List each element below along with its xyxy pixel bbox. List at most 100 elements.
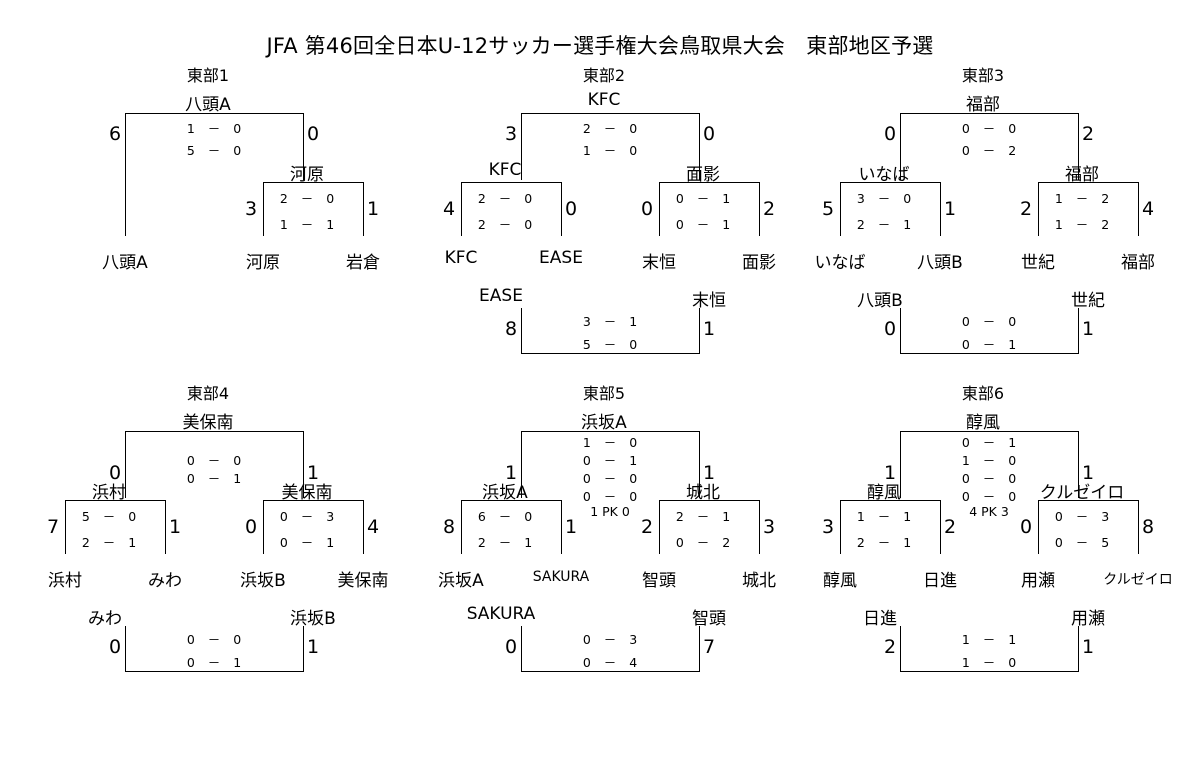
set-score: 0 － 3 <box>279 509 335 524</box>
set-score: 1 － 2 <box>1054 191 1110 206</box>
sub-bracket-right <box>561 182 562 236</box>
bottom-team: クルゼイロ <box>1103 572 1173 588</box>
sub-bracket-right <box>1138 182 1139 236</box>
set-score: 0 － 1 <box>582 453 638 468</box>
final-winner: KFC <box>587 90 621 110</box>
sub-bracket-left <box>461 500 462 554</box>
group-label: 東部1 <box>186 66 230 85</box>
final-score-left: 0 <box>108 462 122 484</box>
sub-winner-right: 美保南 <box>281 483 333 503</box>
playoff-bracket-right <box>1078 308 1079 353</box>
set-score: 0 － 1 <box>279 535 335 550</box>
sub-bracket-line <box>65 500 166 501</box>
final-score-left: 3 <box>504 123 518 145</box>
sub-score-right: 8 <box>1141 516 1155 538</box>
playoff-bracket-right <box>699 626 700 671</box>
sub-score-left: 3 <box>244 198 258 220</box>
bottom-team: 八頭A <box>102 253 148 273</box>
playoff-team-left: 八頭B <box>857 291 903 311</box>
sub-bracket-right <box>1138 500 1139 554</box>
playoff-score-left: 2 <box>883 636 897 658</box>
final-winner: 浜坂A <box>581 413 627 433</box>
set-score: 0 － 0 <box>582 489 638 504</box>
set-score: 2 － 0 <box>477 217 533 232</box>
sub-bracket-left <box>1038 182 1039 236</box>
final-bracket-line <box>125 431 304 432</box>
set-score: 2 － 1 <box>856 217 912 232</box>
playoff-team-right: 浜坂B <box>290 609 336 629</box>
playoff-score-right: 1 <box>1081 636 1095 658</box>
set-score: 0 － 2 <box>961 143 1017 158</box>
final-bracket-line <box>521 113 700 114</box>
playoff-score-right: 1 <box>1081 318 1095 340</box>
final-score-right: 1 <box>306 462 320 484</box>
sub-score-left: 3 <box>821 516 835 538</box>
sub-score-left: 0 <box>640 198 654 220</box>
sub-bracket-right <box>165 500 166 554</box>
sub-bracket-line <box>263 500 364 501</box>
sub-score-left: 8 <box>442 516 456 538</box>
final-score-left: 0 <box>883 123 897 145</box>
sub-bracket-left <box>659 182 660 236</box>
final-bracket-left <box>521 431 522 498</box>
playoff-team-right: 末恒 <box>692 291 726 311</box>
playoff-team-right: 世紀 <box>1071 291 1105 311</box>
final-bracket-left <box>521 113 522 180</box>
sub-winner-right: クルゼイロ <box>1039 483 1125 503</box>
sub-score-right: 4 <box>1141 198 1155 220</box>
bottom-team: KFC <box>444 248 478 268</box>
set-score: 1 － 1 <box>856 509 912 524</box>
playoff-team-left: みわ <box>88 609 122 629</box>
playoff-team-right: 用瀬 <box>1071 609 1105 629</box>
sub-score-left: 5 <box>821 198 835 220</box>
sub-bracket-left <box>840 182 841 236</box>
final-bracket-line <box>900 431 1079 432</box>
set-score: 0 － 0 <box>961 471 1017 486</box>
sub-bracket-right <box>363 500 364 554</box>
group-label: 東部5 <box>582 384 626 403</box>
final-bracket-right <box>699 113 700 180</box>
sub-bracket-line <box>461 182 562 183</box>
sub-bracket-right <box>561 500 562 554</box>
set-score: 5 － 0 <box>582 337 638 352</box>
playoff-score-right: 7 <box>702 636 716 658</box>
set-score: 2 － 0 <box>279 191 335 206</box>
final-score-right: 1 <box>1081 462 1095 484</box>
bottom-team: 城北 <box>742 571 776 591</box>
group-label: 東部2 <box>582 66 626 85</box>
final-score-left: 1 <box>504 462 518 484</box>
playoff-bracket-left <box>900 308 901 353</box>
final-winner: 福部 <box>966 95 1000 115</box>
final-bracket-right <box>1078 113 1079 180</box>
sub-bracket-right <box>940 182 941 236</box>
set-score: 2 － 1 <box>477 535 533 550</box>
bottom-team: EASE <box>539 248 583 268</box>
final-score-right: 1 <box>702 462 716 484</box>
sub-bracket-line <box>263 182 364 183</box>
final-bracket-left <box>900 113 901 180</box>
sub-winner-left: いなば <box>858 165 910 185</box>
set-score: 0 － 1 <box>675 217 731 232</box>
bottom-team: 面影 <box>742 253 776 273</box>
playoff-bracket-left <box>521 626 522 671</box>
final-bracket-line <box>521 431 700 432</box>
set-score: 5 － 0 <box>81 509 137 524</box>
sub-bracket-line <box>840 500 941 501</box>
set-score: 2 － 0 <box>477 191 533 206</box>
bottom-team: 浜村 <box>48 571 82 591</box>
sub-bracket-left <box>1038 500 1039 554</box>
set-score: 0 － 1 <box>186 471 242 486</box>
set-score: 3 － 0 <box>856 191 912 206</box>
bottom-team: 日進 <box>923 571 957 591</box>
set-score: 5 － 0 <box>186 143 242 158</box>
sub-winner-right: 河原 <box>290 165 324 185</box>
playoff-bracket-line <box>521 353 700 354</box>
sub-bracket-left <box>263 500 264 554</box>
set-score: 0 － 0 <box>186 453 242 468</box>
final-bracket-right <box>1078 431 1079 498</box>
playoff-score-left: 0 <box>108 636 122 658</box>
set-score: 1 － 2 <box>1054 217 1110 232</box>
sub-winner-left: KFC <box>488 160 522 180</box>
playoff-score-left: 0 <box>504 636 518 658</box>
